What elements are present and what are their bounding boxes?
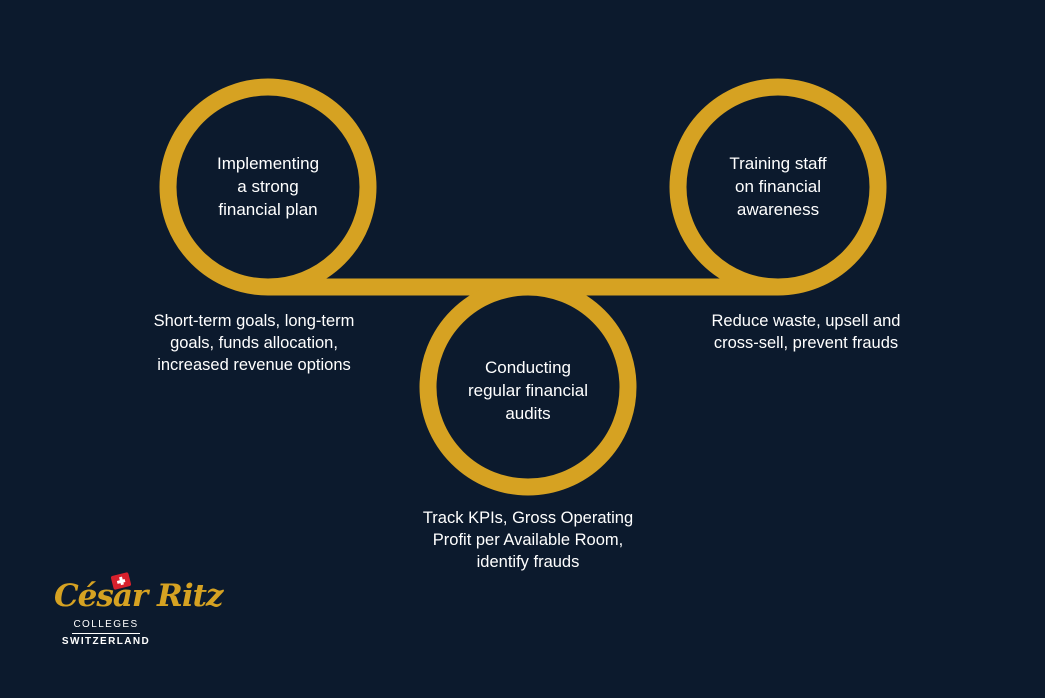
node-3-title-line: on financial <box>734 177 821 196</box>
logo-script-text: César Ritz <box>54 578 224 614</box>
node-2-title-line: Conducting <box>484 358 571 377</box>
node-1-desc-line: goals, funds allocation, <box>170 334 338 352</box>
logo-divider <box>72 633 140 634</box>
node-2-desc-line: Profit per Available Room, <box>432 531 624 549</box>
logo-switzerland-text: SWITZERLAND <box>61 636 151 647</box>
node-1-title-line: a strong <box>237 177 299 196</box>
node-2-desc-line: Track KPIs, Gross Operating <box>422 509 634 527</box>
node-2-description: Track KPIs, Gross Operating Profit per A… <box>378 507 678 573</box>
node-3-desc-line: Reduce waste, upsell and <box>711 312 901 330</box>
node-1-desc-line: Short-term goals, long-term <box>153 312 355 330</box>
node-3-title: Training staff on financial awareness <box>678 152 878 221</box>
ring-node-3 <box>669 78 887 296</box>
node-1-title-line: Implementing <box>216 154 320 173</box>
cesar-ritz-logo: César Ritz COLLEGES SWITZERLAND <box>50 572 224 652</box>
node-2-desc-line: identify frauds <box>476 553 580 571</box>
node-3-title-line: awareness <box>736 200 820 219</box>
node-3-title-line: Training staff <box>729 154 827 173</box>
node-2-title-line: audits <box>505 404 551 423</box>
node-1-description: Short-term goals, long-term goals, funds… <box>104 310 404 376</box>
node-2-title-line: regular financial <box>467 381 588 400</box>
ring-node-1 <box>159 78 377 296</box>
logo-colleges-text: COLLEGES <box>73 619 139 630</box>
node-1-title: Implementing a strong financial plan <box>168 152 368 221</box>
node-1-desc-line: increased revenue options <box>157 356 351 374</box>
node-1-title-line: financial plan <box>218 200 318 219</box>
node-3-desc-line: cross-sell, prevent frauds <box>713 334 899 352</box>
node-2-title: Conducting regular financial audits <box>428 356 628 425</box>
ring-node-2 <box>419 278 637 496</box>
node-3-description: Reduce waste, upsell and cross-sell, pre… <box>656 310 956 354</box>
